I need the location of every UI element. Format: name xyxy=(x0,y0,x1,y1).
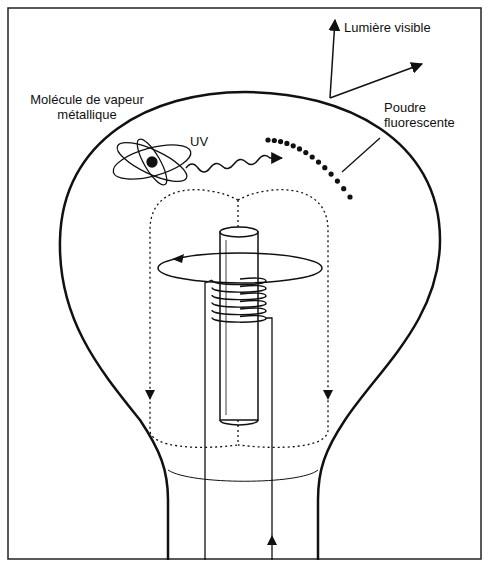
powder-dot xyxy=(335,179,340,184)
powder-dot xyxy=(265,137,270,142)
powder-dot xyxy=(329,172,334,177)
powder-dot xyxy=(284,141,289,146)
coil-winding xyxy=(212,278,266,322)
powder-label: Poudre fluorescente xyxy=(384,100,474,130)
bulb-neck xyxy=(168,470,318,481)
coil-wire xyxy=(266,318,272,560)
field-lines xyxy=(150,190,328,448)
bulb-outline xyxy=(60,92,440,560)
leader-line xyxy=(342,138,380,172)
coil-turn xyxy=(212,286,266,293)
powder-dot xyxy=(341,186,346,191)
coil-turn xyxy=(212,308,266,315)
induced-loop xyxy=(158,253,322,283)
frame xyxy=(8,8,481,559)
ferrite-rod xyxy=(220,227,258,425)
visible-light-arrow xyxy=(330,64,422,98)
fluorescent-powder-dots xyxy=(265,137,352,199)
powder-dot xyxy=(297,146,302,151)
powder-dot xyxy=(347,194,352,199)
coil-turn xyxy=(212,293,266,300)
powder-dot xyxy=(278,139,283,144)
powder-dot xyxy=(291,143,296,148)
powder-dot xyxy=(303,150,308,155)
wire-arrow xyxy=(267,535,277,545)
coil-turn xyxy=(212,316,266,323)
molecule-label: Molécule de vapeur métallique xyxy=(22,92,152,122)
uv-wave xyxy=(186,155,282,172)
uv-label: UV xyxy=(190,134,230,149)
loop-arrow xyxy=(172,254,184,263)
coil-turn xyxy=(212,301,266,308)
visible-light-arrow xyxy=(330,20,335,98)
powder-dot xyxy=(322,165,327,170)
powder-dot xyxy=(316,160,321,165)
field-arrow xyxy=(145,390,155,400)
powder-dot xyxy=(310,154,315,159)
field-arrow xyxy=(323,390,333,400)
coil-wire xyxy=(205,280,212,560)
visible-light-label: Lumière visible xyxy=(344,20,474,35)
powder-dot xyxy=(272,138,277,143)
atom-symbol xyxy=(110,135,195,189)
